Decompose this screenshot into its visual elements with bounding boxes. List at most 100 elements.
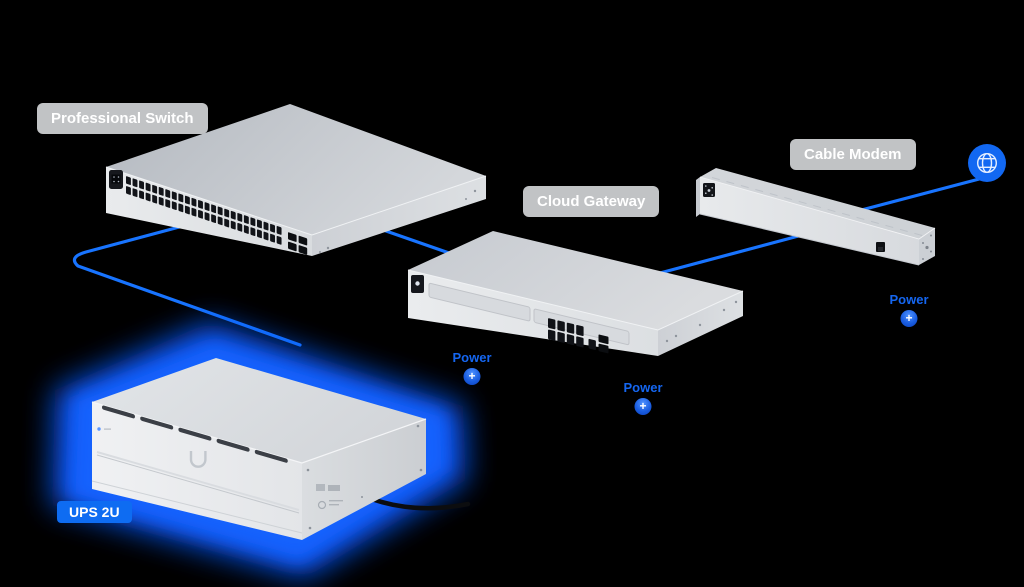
ups-front-face <box>92 402 302 540</box>
ups-front-groove-shadow <box>96 454 300 514</box>
rj45-port <box>158 187 164 196</box>
rj45-port <box>270 233 276 243</box>
vent-slot <box>140 416 174 430</box>
modem-front-panel <box>703 183 715 197</box>
device-cloud-gateway[interactable] <box>407 231 744 356</box>
rj45-port <box>243 225 249 234</box>
modem-ethernet-port <box>876 242 885 252</box>
rj45-port <box>237 213 243 222</box>
gateway-side-face <box>658 291 743 356</box>
power-label: Power <box>623 380 663 395</box>
rj45-port <box>198 209 203 219</box>
ups-side-labels <box>306 424 423 530</box>
sfp-port <box>288 232 297 242</box>
vent-slot <box>254 449 288 463</box>
ups-front-marking <box>104 428 111 430</box>
sfp-port <box>298 235 308 246</box>
rj45-port <box>126 186 131 195</box>
power-add-button[interactable]: + <box>634 398 652 415</box>
power-control-1: Power + <box>452 350 492 385</box>
rj45-port <box>230 210 236 220</box>
rj45-port <box>145 192 151 202</box>
modem-left-face <box>696 177 700 217</box>
vent-slot <box>178 427 212 441</box>
tag-cable-modem: Cable Modem <box>790 139 916 170</box>
rj45-port <box>184 205 190 215</box>
rj45-port <box>171 201 177 211</box>
rj45-port <box>557 331 565 343</box>
rj45-port <box>152 184 158 194</box>
ups-u-logo <box>189 451 207 468</box>
vent-slot <box>102 405 135 419</box>
rj45-port <box>557 320 565 332</box>
ups-front-groove <box>96 451 300 511</box>
ups-top-face <box>92 358 426 463</box>
ups-vent-slots <box>102 405 288 463</box>
power-label: Power <box>452 350 492 365</box>
switch-top-face <box>106 104 486 235</box>
ups-edge-highlight <box>91 401 427 464</box>
rj45-port <box>250 217 256 227</box>
device-cable-modem[interactable] <box>696 168 936 266</box>
ups-front-lip <box>91 480 303 534</box>
rj45-port <box>178 193 184 203</box>
rj45-port <box>139 180 145 190</box>
rj45-port <box>126 176 131 185</box>
rj45-port <box>152 194 158 204</box>
power-label: Power <box>889 292 929 307</box>
gateway-top-face <box>408 231 743 330</box>
power-add-button[interactable]: + <box>463 368 481 385</box>
switch-edge-highlight <box>105 166 487 236</box>
rj45-port <box>158 196 164 206</box>
connection-modem-internet <box>848 176 985 215</box>
modem-front-face <box>700 177 919 265</box>
modem-front-lip <box>699 213 920 266</box>
rj45-port <box>178 203 184 213</box>
rj45-port <box>171 191 177 201</box>
modem-side-screws <box>922 234 932 260</box>
rj45-port <box>165 189 171 198</box>
internet-globe-icon <box>968 144 1006 182</box>
sfp-port <box>598 334 609 345</box>
tag-ups-2u: UPS 2U <box>57 501 132 523</box>
rj45-port <box>548 318 556 330</box>
rj45-port <box>191 207 197 217</box>
ups-side-face <box>302 419 426 540</box>
rj45-port <box>145 182 151 192</box>
power-control-2: Power + <box>623 380 663 415</box>
rj45-port <box>198 200 203 209</box>
rj45-port <box>165 199 171 208</box>
rj45-port <box>270 223 276 233</box>
switch-display <box>109 170 123 189</box>
modem-top-vent-dashes <box>711 177 925 237</box>
modem-edge-highlight <box>699 176 936 240</box>
rj45-port <box>132 178 138 188</box>
sfp-port <box>298 245 308 255</box>
device-professional-switch[interactable] <box>105 104 487 256</box>
rj45-port <box>257 219 262 229</box>
power-add-button[interactable]: + <box>900 310 918 327</box>
rj45-port <box>566 322 575 334</box>
rj45-port <box>250 227 256 237</box>
connection-switch-gateway <box>384 229 454 256</box>
rj45-port <box>139 190 145 200</box>
gateway-edge-highlight <box>407 269 744 331</box>
device-ups-2u[interactable] <box>91 358 427 540</box>
rj45-port <box>548 329 556 341</box>
rj45-port <box>263 231 269 241</box>
tag-professional-switch: Professional Switch <box>37 103 208 134</box>
rj45-port <box>217 216 223 226</box>
rj45-port <box>276 226 282 235</box>
gateway-port-grid <box>548 318 609 354</box>
modem-top-face <box>700 168 935 239</box>
rj45-port <box>257 229 262 239</box>
rj45-port <box>211 214 217 224</box>
power-control-3: Power + <box>889 292 929 327</box>
rj45-port <box>566 334 575 346</box>
switch-side-face <box>312 176 486 256</box>
rj45-port <box>276 235 282 245</box>
rj45-port <box>263 221 269 231</box>
tag-cloud-gateway: Cloud Gateway <box>523 186 660 217</box>
